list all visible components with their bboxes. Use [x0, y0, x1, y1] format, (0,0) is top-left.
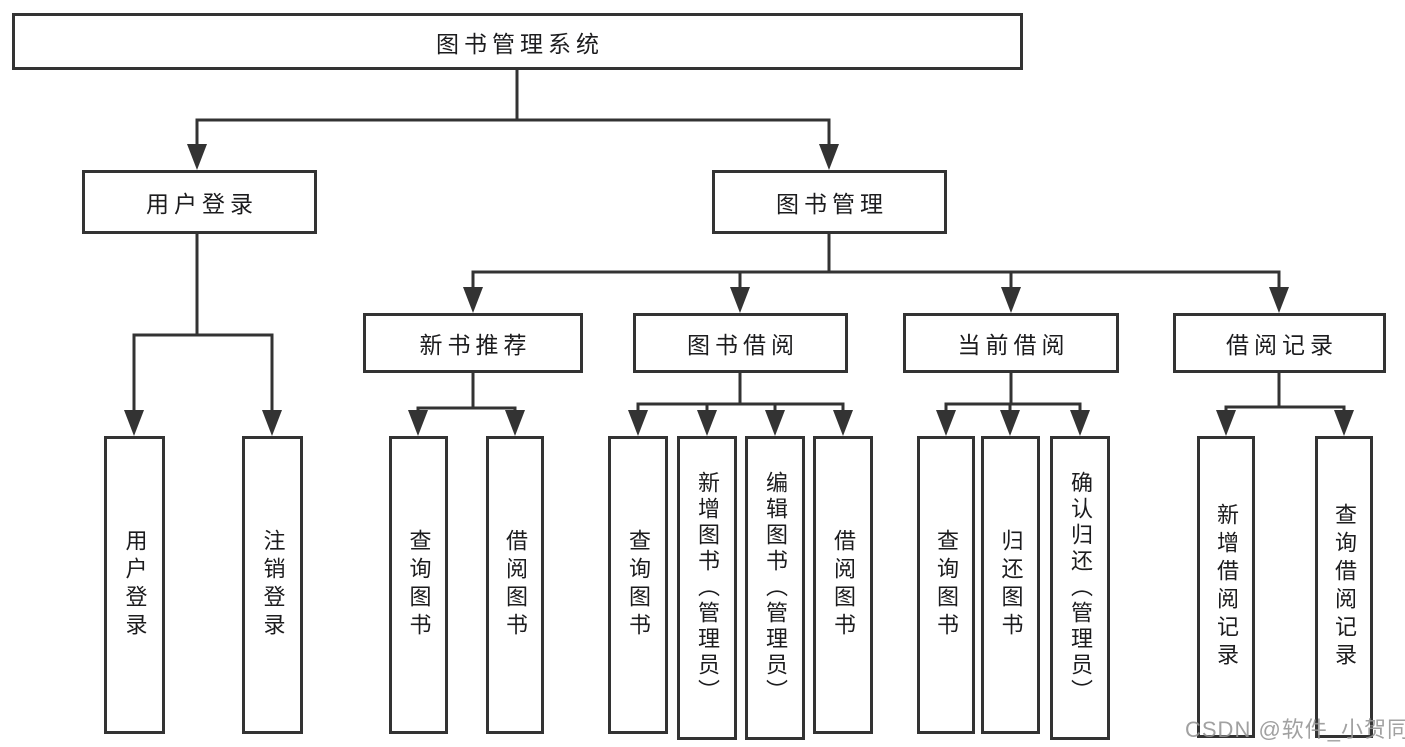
- arrow-down-icon: [505, 410, 525, 436]
- node-book-management-label: 图书管理: [776, 191, 888, 217]
- arrow-down-icon: [628, 410, 648, 436]
- node-leaf-user-login-label: 用户登录: [122, 529, 148, 641]
- node-leaf-confirm-return-admin-label: 确认归还（管理员）: [1068, 471, 1093, 705]
- node-borrow-record-label: 借阅记录: [1226, 332, 1338, 358]
- node-leaf-add-book-admin-label: 新增图书（管理员）: [695, 471, 720, 705]
- node-leaf-borrow-book-1-label: 借阅图书: [503, 529, 528, 641]
- arrow-down-icon: [1001, 287, 1021, 313]
- node-user-login-label: 用户登录: [146, 191, 258, 217]
- node-leaf-edit-book-admin: 编辑图书（管理员）: [745, 436, 805, 740]
- node-leaf-query-book-1: 查询图书: [389, 436, 448, 734]
- arrow-down-icon: [765, 410, 785, 436]
- arrow-down-icon: [1000, 410, 1020, 436]
- node-root-label: 图书管理系统: [436, 30, 604, 57]
- node-book-borrow: 图书借阅: [633, 313, 848, 373]
- node-leaf-query-book-2: 查询图书: [608, 436, 668, 734]
- node-leaf-edit-book-admin-label: 编辑图书（管理员）: [763, 471, 788, 705]
- node-leaf-query-book-3: 查询图书: [917, 436, 975, 734]
- node-book-borrow-label: 图书借阅: [687, 332, 799, 358]
- arrow-down-icon: [187, 144, 207, 170]
- arrow-down-icon: [697, 410, 717, 436]
- arrow-down-icon: [1269, 287, 1289, 313]
- arrow-down-icon: [1070, 410, 1090, 436]
- node-leaf-borrow-book-2-label: 借阅图书: [831, 529, 856, 641]
- node-new-book-recommend: 新书推荐: [363, 313, 583, 373]
- arrow-down-icon: [408, 410, 428, 436]
- arrow-down-icon: [819, 144, 839, 170]
- arrow-down-icon: [833, 410, 853, 436]
- node-leaf-logout-label: 注销登录: [260, 529, 286, 641]
- node-current-borrow: 当前借阅: [903, 313, 1119, 373]
- arrow-down-icon: [1334, 410, 1354, 436]
- arrow-down-icon: [936, 410, 956, 436]
- node-leaf-query-book-3-label: 查询图书: [934, 529, 959, 641]
- node-new-book-recommend-label: 新书推荐: [419, 332, 532, 358]
- arrow-down-icon: [262, 410, 282, 436]
- node-leaf-add-borrow-record-label: 新增借阅记录: [1214, 503, 1239, 671]
- node-current-borrow-label: 当前借阅: [957, 332, 1070, 358]
- node-book-management: 图书管理: [712, 170, 947, 234]
- arrow-down-icon: [1216, 410, 1236, 436]
- node-leaf-confirm-return-admin: 确认归还（管理员）: [1050, 436, 1110, 740]
- node-leaf-logout: 注销登录: [242, 436, 303, 734]
- node-leaf-borrow-book-2: 借阅图书: [813, 436, 873, 734]
- csdn-watermark: CSDN @软件_小贺同学: [1185, 717, 1405, 742]
- node-leaf-return-book-label: 归还图书: [998, 529, 1024, 641]
- arrow-down-icon: [730, 287, 750, 313]
- arrowheads: [124, 144, 1354, 436]
- node-user-login: 用户登录: [82, 170, 317, 234]
- node-leaf-add-borrow-record: 新增借阅记录: [1197, 436, 1255, 738]
- arrow-down-icon: [124, 410, 144, 436]
- node-root: 图书管理系统: [12, 13, 1023, 70]
- node-leaf-add-book-admin: 新增图书（管理员）: [677, 436, 737, 740]
- node-leaf-query-book-2-label: 查询图书: [626, 529, 651, 641]
- arrow-down-icon: [463, 287, 483, 313]
- node-borrow-record: 借阅记录: [1173, 313, 1386, 373]
- node-leaf-borrow-book-1: 借阅图书: [486, 436, 544, 734]
- node-leaf-query-book-1-label: 查询图书: [406, 529, 432, 641]
- node-leaf-query-borrow-record-label: 查询借阅记录: [1332, 503, 1357, 671]
- node-leaf-return-book: 归还图书: [981, 436, 1040, 734]
- node-leaf-user-login: 用户登录: [104, 436, 165, 734]
- node-leaf-query-borrow-record: 查询借阅记录: [1315, 436, 1373, 738]
